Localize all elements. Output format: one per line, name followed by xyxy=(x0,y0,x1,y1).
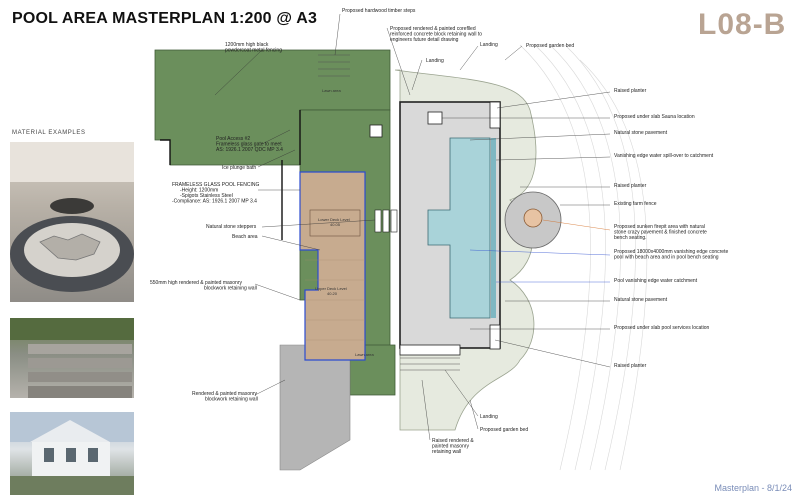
sauna-marker xyxy=(427,111,443,125)
upper-deck-label: Upper Deck Level 40.20 xyxy=(315,286,348,296)
masonry-550-line-1: 550mm high rendered & painted masonry xyxy=(150,280,242,286)
raised-wall-line-2: painted masonry xyxy=(432,444,469,450)
label-pool-access: Pool Access #2 Frameless glass gate to m… xyxy=(216,136,283,153)
label-right-3: Natural stone pavement xyxy=(614,130,668,136)
label-ice-bath: Ice plunge bath xyxy=(222,165,256,171)
label-right-8: Proposed 18000x4000mm vanishing edge con… xyxy=(614,249,728,261)
glass-fencing-line-2: -Height: 1200mm xyxy=(180,188,218,194)
pool-access-line-2: Frameless glass gate to meet xyxy=(216,142,282,148)
label-landing-mid: Landing xyxy=(426,58,444,64)
lower-deck-label-line-2: 40.05 xyxy=(330,222,341,227)
callouts-left: 1200mm high black powdercoat metal fenci… xyxy=(150,42,283,403)
material-photo-steps xyxy=(10,318,134,398)
label-right-7: Proposed sunken firepit area with natura… xyxy=(614,224,707,241)
masonry-wall-line-1: Rendered & painted masonry xyxy=(192,391,258,397)
fence-line-2: powdercoat metal fencing xyxy=(225,48,282,54)
label-right-9: Pool vanishing edge water catchment xyxy=(614,278,698,284)
label-right-9-line-1: Pool vanishing edge water catchment xyxy=(614,278,698,284)
page-title: POOL AREA MASTERPLAN 1:200 @ A3 xyxy=(12,10,318,27)
deck-boards xyxy=(305,259,365,341)
callouts-top: Proposed hardwood timber steps Proposed … xyxy=(342,8,574,64)
fence-line-1: 1200mm high black xyxy=(225,42,269,48)
label-landing-bottom: Landing xyxy=(480,414,498,420)
render-wall-line-1: Proposed rendered & painted coreflled xyxy=(390,26,476,32)
contour-lines xyxy=(519,44,648,471)
lawn-top-label: Lawn area xyxy=(322,88,341,93)
label-masonry-550: 550mm high rendered & painted masonry bl… xyxy=(150,280,257,292)
label-masonry-wall: Rendered & painted masonry blockwork ret… xyxy=(192,391,258,403)
glass-fencing-line-1: FRAMELESS GLASS POOL FENCING xyxy=(172,182,259,188)
label-right-10-line-1: Natural stone pavement xyxy=(614,297,668,303)
label-right-5: Raised planter xyxy=(614,183,647,189)
label-garden-bed-top: Proposed garden bed xyxy=(526,43,574,49)
glass-fencing-line-3: -Spigots Stainless Steel xyxy=(180,193,233,199)
label-right-6: Existing farm fence xyxy=(614,201,657,207)
label-right-1-line-1: Raised planter xyxy=(614,88,647,94)
sheet-code: L08-B xyxy=(698,8,787,41)
label-right-4-line-1: Vanishing edge water spill-over to catch… xyxy=(614,153,714,159)
label-right-12: Raised planter xyxy=(614,363,647,369)
label-right-11-line-1: Proposed under slab pool services locati… xyxy=(614,325,710,331)
masonry-550-line-2: blockwork retaining wall xyxy=(204,286,257,292)
masonry-wall-line-2: blockwork retaining wall xyxy=(205,397,258,403)
upper-deck-label-line-2: 40.20 xyxy=(327,291,338,296)
black-fencing xyxy=(160,110,301,240)
glass-fencing-line-4: -Compliance: AS: 1926.1 2007 MP 3.4 xyxy=(172,199,257,205)
callouts-bottom: Landing Proposed garden bed Raised rende… xyxy=(432,414,528,455)
upper-deck-line-1: Upper Deck Level xyxy=(315,286,347,291)
label-right-11: Proposed under slab pool services locati… xyxy=(614,325,710,331)
material-photo-fire-pit xyxy=(10,142,134,302)
label-right-2: Proposed under slab Sauna location xyxy=(614,114,695,120)
footer-date: Masterplan - 8/1/24 xyxy=(714,483,792,493)
label-garden-bed-bottom: Proposed garden bed xyxy=(480,427,528,433)
label-right-7-line-2: stone crazy pavement & finished concrete xyxy=(614,230,707,236)
raised-planters xyxy=(399,101,501,356)
render-wall-line-3: engineers future detail drawing xyxy=(390,37,459,43)
vanishing-edge xyxy=(491,138,496,318)
label-right-5-line-1: Raised planter xyxy=(614,183,647,189)
label-right-8-line-1: Proposed 18000x4000mm vanishing edge con… xyxy=(614,249,728,255)
timber-steps-top xyxy=(318,54,350,77)
pool-water xyxy=(427,137,491,319)
leader-lines xyxy=(214,13,611,441)
label-right-12-line-1: Raised planter xyxy=(614,363,647,369)
pool-access-line-1: Pool Access #2 xyxy=(216,136,250,142)
label-glass-fencing: FRAMELESS GLASS POOL FENCING -Height: 12… xyxy=(172,182,261,205)
materials-label: MATERIAL EXAMPLES xyxy=(12,130,86,136)
label-right-4: Vanishing edge water spill-over to catch… xyxy=(614,153,714,159)
steps-bottom xyxy=(400,357,460,371)
label-right-3-line-1: Natural stone pavement xyxy=(614,130,668,136)
lawn-bottom-label: Lawn area xyxy=(355,352,374,357)
stone-steppers xyxy=(374,209,398,233)
label-right-1: Raised planter xyxy=(614,88,647,94)
raised-wall-line-1: Raised rendered & xyxy=(432,438,474,444)
lower-deck-line-1: Lower Deck Level xyxy=(318,217,350,222)
label-raised-wall: Raised rendered & painted masonry retain… xyxy=(432,438,475,455)
label-right-8-line-2: pool with beach area and in pool bench s… xyxy=(614,255,719,261)
label-render-wall: Proposed rendered & painted coreflled re… xyxy=(390,26,483,43)
label-right-10: Natural stone pavement xyxy=(614,297,668,303)
label-fence: 1200mm high black powdercoat metal fenci… xyxy=(225,42,282,54)
label-right-7-line-1: Proposed sunken firepit area with natura… xyxy=(614,224,705,230)
render-wall-line-2: reinforced concrete block retaining wall… xyxy=(390,32,482,38)
label-right-6-line-1: Existing farm fence xyxy=(614,201,657,207)
label-beach: Beach area xyxy=(232,234,258,240)
deck-lower xyxy=(309,209,361,237)
raised-wall-line-3: retaining wall xyxy=(432,449,461,455)
label-right-7-line-3: bench seating. xyxy=(614,235,647,241)
label-timber-steps: Proposed hardwood timber steps xyxy=(342,8,416,14)
lower-deck-label: Lower Deck Level 40.05 xyxy=(318,217,351,227)
pool-access-line-3: AS: 1926.1 2007 QDC MP 3.4 xyxy=(216,147,283,153)
label-right-2-line-1: Proposed under slab Sauna location xyxy=(614,114,695,120)
label-steppers: Natural stone steppers xyxy=(206,224,257,230)
ice-plunge-bath xyxy=(369,124,383,138)
label-landing-top: Landing xyxy=(480,42,498,48)
firepit xyxy=(523,208,543,228)
material-photo-house xyxy=(10,412,134,495)
